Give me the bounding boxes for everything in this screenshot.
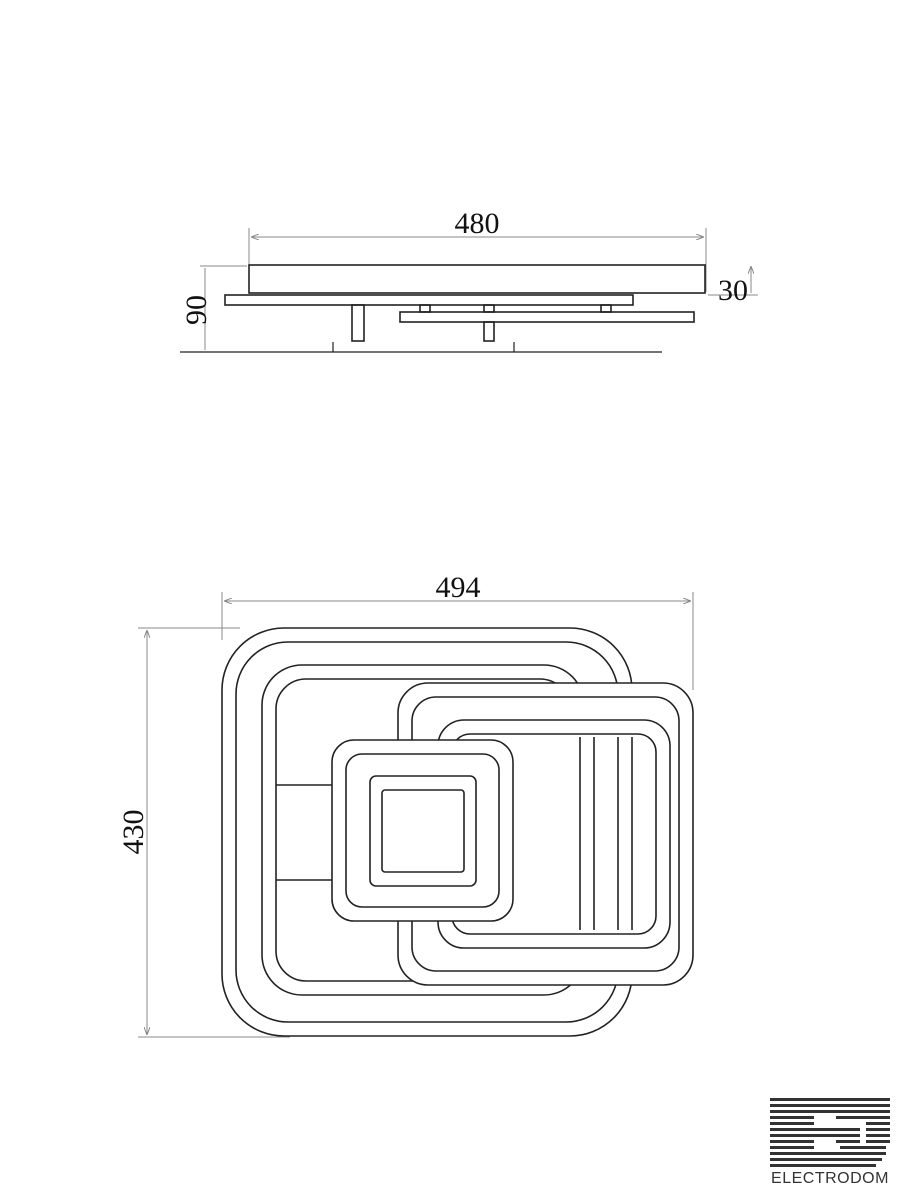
top-width-dimension bbox=[221, 592, 694, 690]
depth-dimension bbox=[708, 266, 758, 296]
width-label: 480 bbox=[455, 207, 500, 240]
top-height-dimension bbox=[138, 627, 290, 1038]
logo-text: ELECTRODOM bbox=[771, 1170, 889, 1187]
electrodom-logo bbox=[770, 1098, 890, 1167]
side-view: 480 90 30 bbox=[180, 207, 758, 353]
top-height-label: 430 bbox=[117, 810, 150, 855]
top-view: 494 430 bbox=[117, 571, 694, 1038]
top-width-label: 494 bbox=[436, 571, 481, 604]
height-dimension bbox=[200, 265, 247, 350]
depth-label: 30 bbox=[718, 274, 748, 307]
height-label: 90 bbox=[180, 295, 213, 325]
